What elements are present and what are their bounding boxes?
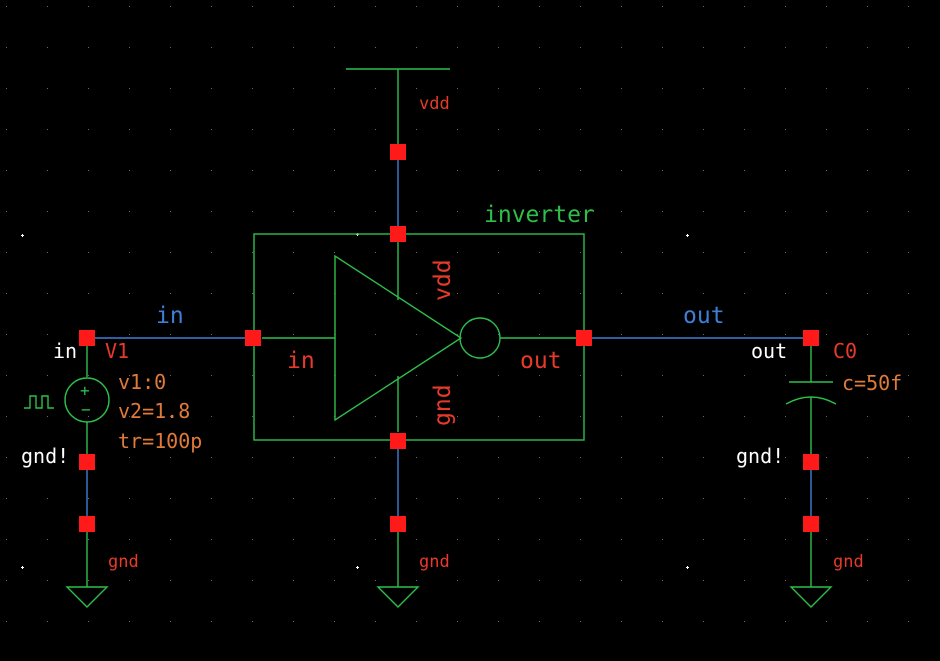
left-ground-symbol[interactable]: gnd <box>65 516 139 608</box>
c0-param-c: c=50f <box>842 371 902 395</box>
pulse-source-v1[interactable]: + − in V1 v1:0 v2=1.8 tr=100p gnd! <box>21 330 202 470</box>
inverter-pin-label-gnd: gnd <box>430 384 456 426</box>
ground-icon <box>376 586 420 608</box>
net-out-label: out <box>683 303 725 329</box>
v1-instance-name: V1 <box>105 339 129 363</box>
c0-top-pin[interactable] <box>803 330 819 346</box>
inverter-pin-label-in: in <box>287 348 315 374</box>
v1-param-v1: v1:0 <box>118 370 166 394</box>
plus-icon: + <box>80 381 90 400</box>
v1-top-pin[interactable] <box>79 330 95 346</box>
center-gnd-label: gnd <box>419 552 450 572</box>
left-gnd-label: gnd <box>108 552 139 572</box>
inverter-in-pin[interactable] <box>245 330 261 346</box>
v1-pin-label-top: in <box>53 339 77 363</box>
pulse-waveform-icon <box>24 395 54 409</box>
ground-icon <box>789 586 833 608</box>
v1-pin-label-bottom: gnd! <box>21 444 69 468</box>
vdd-supply-label: vdd <box>419 94 450 114</box>
vdd-supply[interactable]: vdd <box>346 68 450 160</box>
net-in-label: in <box>156 303 184 329</box>
c0-instance-name: C0 <box>833 339 857 363</box>
v1-param-v2: v2=1.8 <box>118 399 190 423</box>
center-gnd-pin[interactable] <box>390 516 406 532</box>
grid-dots <box>6 6 909 622</box>
inverter-out-pin[interactable] <box>576 330 592 346</box>
left-gnd-pin[interactable] <box>79 516 95 532</box>
c0-bottom-pin[interactable] <box>803 454 819 470</box>
v1-bottom-pin[interactable] <box>79 454 95 470</box>
v1-param-tr: tr=100p <box>118 429 202 453</box>
ground-icon <box>65 586 109 608</box>
right-gnd-pin[interactable] <box>803 516 819 532</box>
right-ground-symbol[interactable]: gnd <box>789 516 864 608</box>
inverter-gnd-pin[interactable] <box>390 433 406 449</box>
inverter-vdd-pin[interactable] <box>390 226 406 242</box>
c0-pin-label-bottom: gnd! <box>736 444 784 468</box>
capacitor-c0[interactable]: out C0 c=50f gnd! <box>736 330 902 470</box>
inverter-pin-label-vdd: vdd <box>430 259 456 301</box>
inverter-instance-name: inverter <box>484 202 595 228</box>
inverter-pin-label-out: out <box>520 348 562 374</box>
center-ground-symbol[interactable]: gnd <box>376 516 450 608</box>
vdd-supply-pin[interactable] <box>390 144 406 160</box>
right-gnd-label: gnd <box>833 552 864 572</box>
inverter-instance[interactable]: inverter vdd gnd in out <box>245 202 595 449</box>
c0-pin-label-top: out <box>751 339 787 363</box>
minus-icon: − <box>81 400 91 419</box>
